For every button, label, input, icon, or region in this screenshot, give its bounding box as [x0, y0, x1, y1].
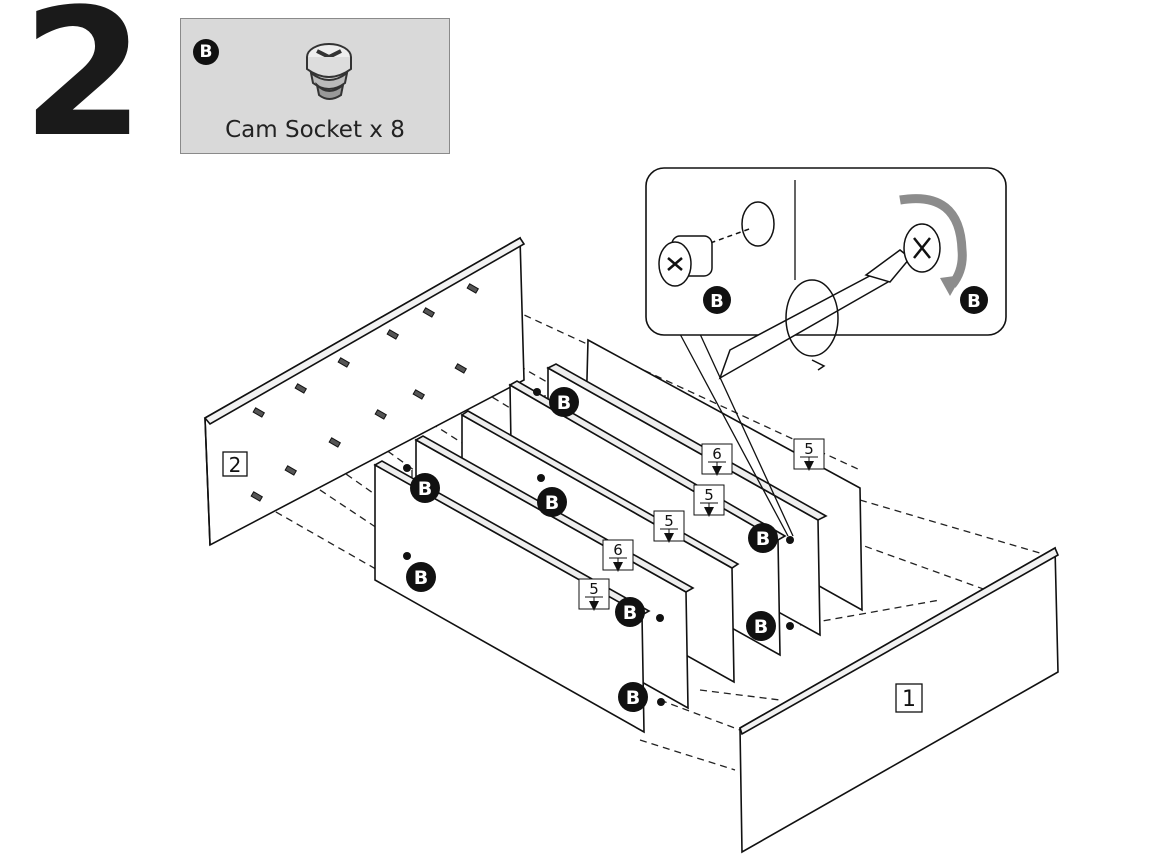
svg-text:B: B [414, 567, 428, 589]
cam-marker-1: B [533, 387, 579, 417]
screwdriver-icon [718, 249, 912, 380]
front-panel [373, 460, 651, 734]
hole-label-f: 5 [578, 578, 610, 611]
panel-label-1: 1 [902, 687, 916, 712]
svg-text:B: B [710, 291, 724, 312]
hole-depth-labels: 6 5 5 5 6 5 [578, 438, 825, 611]
svg-text:B: B [967, 291, 981, 312]
cam-insert-illustration [658, 201, 775, 287]
svg-text:B: B [418, 478, 432, 500]
dowels [250, 283, 480, 502]
panel-label-box-1 [895, 683, 923, 713]
svg-text:B: B [623, 602, 637, 624]
svg-text:B: B [557, 392, 571, 414]
detail-callout: B B [645, 167, 1007, 537]
svg-text:B: B [754, 616, 768, 638]
panel-label-2: 2 [229, 453, 242, 477]
hole-label-b: 5 [793, 438, 825, 471]
cam-marker-6: B [618, 682, 665, 712]
cam-marker-5: B [615, 597, 664, 627]
panel-label-box-2 [222, 451, 248, 477]
cam-marker-4: B [403, 552, 436, 592]
hole-label-text-d: 5 [664, 512, 674, 530]
hole-label-d: 5 [653, 510, 685, 543]
cam-marker-7: B [748, 523, 794, 553]
step-number: 2 [22, 0, 145, 176]
cam-marker-3: B [403, 464, 440, 503]
svg-text:B: B [756, 528, 770, 550]
cam-socket-markers: B B B B B B B B [403, 387, 794, 712]
parts-box: B Cam Socket x 8 [180, 18, 450, 154]
callout-badge-left: B [703, 286, 731, 314]
hole-label-text-b: 5 [804, 440, 814, 458]
svg-text:B: B [626, 687, 640, 709]
cam-socket-icon [306, 43, 352, 100]
callout-badge-right: B [960, 286, 988, 314]
hole-label-text-c: 5 [704, 486, 714, 504]
parts-label: Cam Socket x 8 [225, 117, 405, 143]
hole-label-text-e: 6 [613, 541, 623, 559]
hole-label-text-f: 5 [589, 580, 599, 598]
rotation-arrow-icon [899, 194, 967, 288]
cam-marker-2: B [537, 474, 567, 517]
hole-label-c: 5 [693, 484, 725, 517]
hole-label-e: 6 [602, 539, 634, 572]
cam-marker-8: B [746, 611, 794, 641]
hole-label-text-a: 6 [712, 445, 722, 463]
left-side-panel [203, 236, 526, 547]
svg-text:B: B [545, 492, 559, 514]
part-letter-badge: B [193, 39, 219, 65]
hole-label-a: 6 [701, 443, 733, 476]
cam-turn-illustration [903, 223, 941, 273]
